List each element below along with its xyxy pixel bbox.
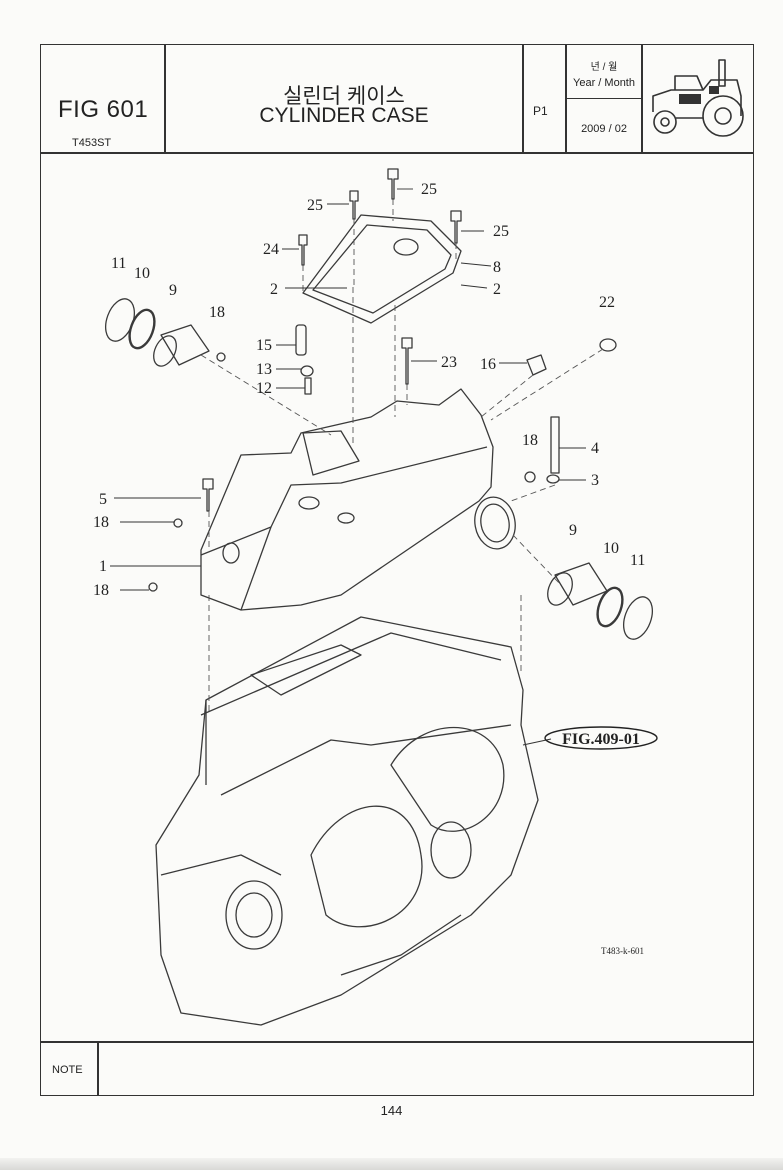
bushing-9-left: [160, 324, 210, 366]
cap-16: [526, 354, 547, 376]
callout-12: 12: [256, 380, 272, 397]
tractor-icon: [652, 59, 744, 137]
plug-18-low: [148, 582, 158, 592]
reference-oval: [544, 726, 658, 750]
plug-18-mid: [173, 518, 183, 528]
callout-11-left: 11: [111, 255, 126, 272]
plug-18-right: [524, 471, 536, 483]
callout-18-top: 18: [209, 304, 225, 321]
note-divider: [40, 1041, 754, 1043]
page-code: P1: [533, 104, 548, 118]
title-korean: 실린더 케이스: [283, 85, 405, 108]
bolt-24: [298, 234, 308, 266]
bolt-23: [401, 337, 413, 385]
exploded-parts-drawing: 25 25 25 24 8 2 2 11 10 9 18 22 15 13 12…: [93, 168, 658, 1026]
callout-25-right: 25: [493, 223, 509, 240]
callout-15: 15: [256, 337, 272, 354]
callout-1: 1: [99, 558, 107, 575]
model-code: T453ST: [72, 137, 112, 149]
clip-13: [300, 365, 314, 377]
date-divider: [565, 98, 641, 99]
callout-16: 16: [480, 356, 496, 373]
callout-25-left: 25: [307, 197, 323, 214]
callout-4: 4: [591, 440, 599, 457]
plug-22: [599, 338, 617, 352]
cylinder-case: [200, 388, 494, 611]
page-frame: [40, 44, 754, 1096]
callout-18-mid: 18: [93, 514, 109, 531]
callout-9-left: 9: [169, 282, 177, 299]
fig-number: FIG 601: [58, 96, 149, 123]
plug-18-top: [216, 352, 226, 362]
callout-3: 3: [591, 472, 599, 489]
bolt-25-left: [349, 190, 359, 220]
bolt-5: [202, 478, 214, 512]
washer-3: [546, 474, 560, 484]
callout-22: 22: [599, 294, 615, 311]
header-col-1: [164, 44, 166, 152]
callout-24: 24: [263, 241, 279, 258]
callout-18-low: 18: [93, 582, 109, 599]
callout-23: 23: [441, 354, 457, 371]
pin-15: [295, 324, 307, 356]
transmission-case: [155, 616, 539, 1026]
bushing-9-right: [554, 562, 608, 606]
callout-2-left: 2: [270, 281, 278, 298]
callout-2-right: 2: [493, 281, 501, 298]
oring-10-left: [128, 308, 156, 350]
header-divider: [40, 152, 754, 154]
bolt-25-center: [387, 168, 399, 200]
scan-edge: [0, 1158, 783, 1170]
callout-13: 13: [256, 361, 272, 378]
callout-10-left: 10: [134, 265, 150, 282]
cover-plate: [302, 214, 462, 324]
note-label: NOTE: [52, 1064, 83, 1076]
callout-9-right: 9: [569, 522, 577, 539]
callout-11-right: 11: [630, 552, 645, 569]
callout-8: 8: [493, 259, 501, 276]
oring-10-right: [596, 586, 624, 628]
callout-18-right: 18: [522, 432, 538, 449]
callout-25-center: 25: [421, 181, 437, 198]
callout-5: 5: [99, 491, 107, 508]
callout-10-right: 10: [603, 540, 619, 557]
bolt-25-right: [450, 210, 462, 244]
bolt-4: [550, 416, 560, 474]
drawing-code: T483-k-601: [601, 946, 644, 956]
header-col-2: [522, 44, 524, 152]
reference-label: FIG.409-01: [562, 731, 640, 748]
pin-12: [304, 377, 312, 395]
seal-11-right: [623, 596, 653, 640]
note-col: [97, 1041, 99, 1096]
page-number: 144: [380, 1103, 403, 1118]
year-month-korean-label: 년 / 월: [590, 62, 618, 73]
title-english: CYLINDER CASE: [259, 104, 429, 127]
header-col-4: [641, 44, 643, 152]
publish-date: 2009 / 02: [581, 123, 627, 135]
year-month-english-label: Year / Month: [573, 77, 635, 89]
